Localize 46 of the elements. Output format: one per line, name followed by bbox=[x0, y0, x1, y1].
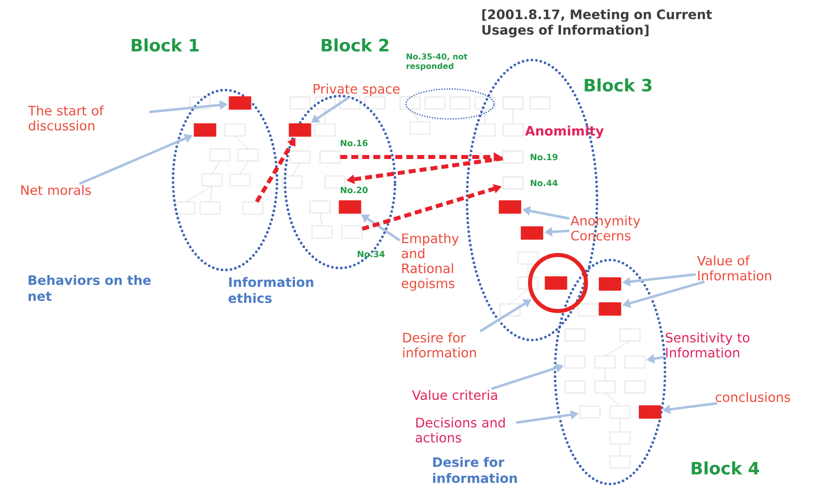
item-box bbox=[342, 226, 362, 238]
category-label: Behaviors on the net bbox=[28, 274, 151, 302]
item-number: No.16 bbox=[340, 140, 368, 146]
node-label: Block 2 bbox=[322, 38, 388, 52]
node-label: Block 3 bbox=[584, 78, 652, 92]
annotation-text: Value of Information bbox=[697, 255, 772, 281]
highlighted-box bbox=[498, 200, 522, 214]
item-box bbox=[502, 176, 524, 190]
item-box bbox=[624, 356, 646, 368]
node-label: Block 1 bbox=[132, 38, 199, 52]
annotation-text: Desire for information bbox=[403, 332, 476, 358]
item-number: No.20 bbox=[340, 186, 368, 194]
annotation-text: Net morals bbox=[21, 184, 91, 196]
item-box bbox=[502, 150, 524, 164]
highlighted-box bbox=[338, 200, 362, 214]
highlighted-box bbox=[194, 123, 216, 137]
highlighted-box bbox=[520, 226, 544, 240]
item-box bbox=[242, 202, 264, 214]
highlighted-box bbox=[544, 276, 568, 290]
annotation-text: Decisions and actions bbox=[416, 417, 505, 443]
highlighted-box bbox=[288, 123, 312, 137]
item-number: No.19 bbox=[530, 154, 558, 160]
highlighted-box bbox=[228, 96, 252, 110]
annotation-text: Empathy and Rational egoisms bbox=[402, 233, 459, 291]
node-label: Block 4 bbox=[692, 461, 760, 475]
annotation-text: Private space bbox=[314, 84, 400, 96]
item-number: No.44 bbox=[530, 180, 558, 186]
item-number: No.34 bbox=[358, 250, 385, 258]
annotation-text: Value criteria bbox=[412, 390, 497, 400]
title: [2001.8.17, Meeting on Current Usages of Information] bbox=[482, 9, 712, 38]
annotation-text: Sensitivity to Information bbox=[666, 332, 750, 358]
highlighted-box bbox=[638, 405, 662, 419]
item-box bbox=[580, 406, 600, 418]
annotation-text: conclusions bbox=[716, 392, 790, 402]
highlighted-box bbox=[598, 277, 622, 291]
item-box bbox=[320, 150, 340, 164]
item-box bbox=[564, 356, 586, 368]
item-box bbox=[324, 176, 346, 188]
annotation-text: Anomimity bbox=[525, 126, 604, 138]
category-label: Desire for information bbox=[433, 456, 517, 484]
category-label: Information ethics bbox=[228, 276, 314, 304]
highlighted-box bbox=[598, 302, 622, 316]
node-label: No.35-40, not responded bbox=[406, 53, 468, 71]
annotation-text: The start of discussion bbox=[28, 105, 104, 131]
annotation-text: Anonymity Concerns bbox=[570, 215, 640, 241]
highlight-circle bbox=[528, 253, 588, 313]
